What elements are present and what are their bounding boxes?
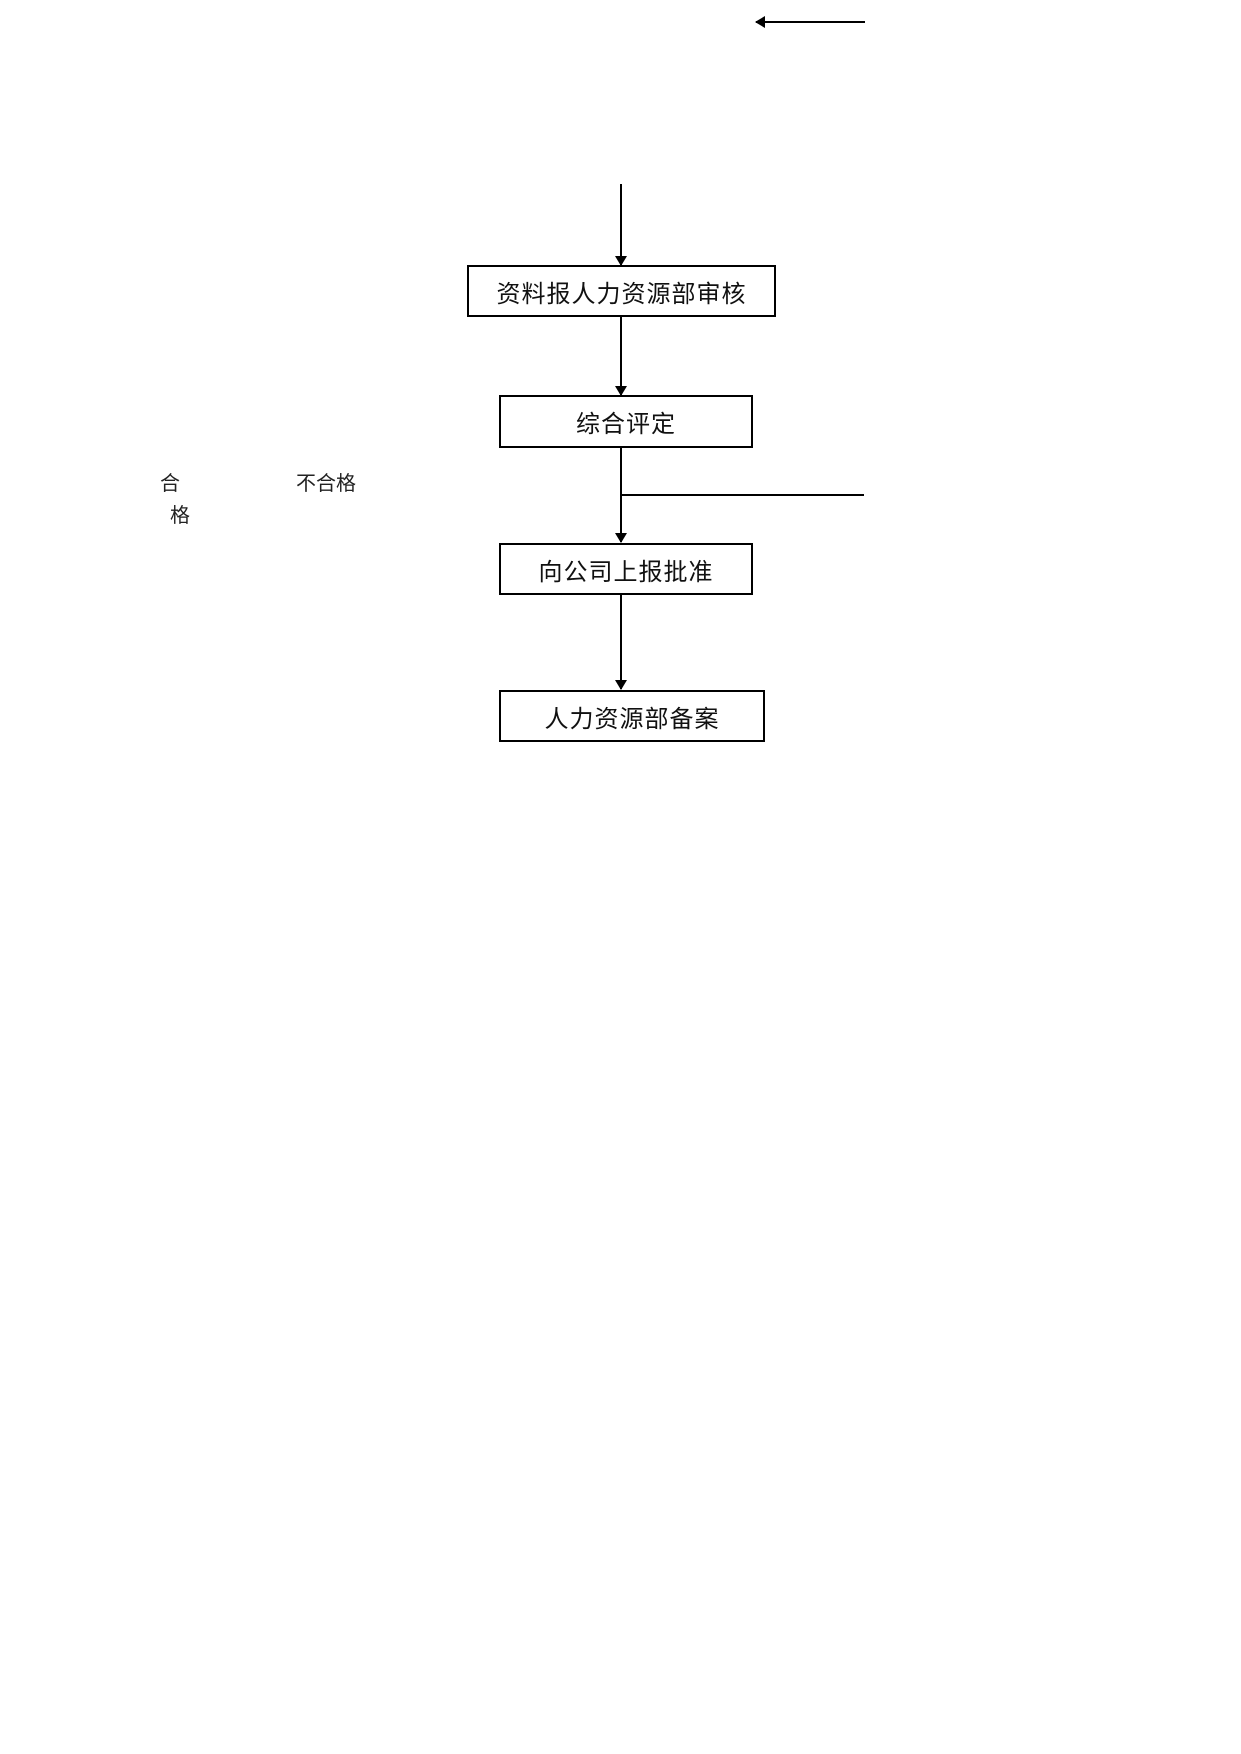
box-evaluation: 综合评定: [499, 395, 753, 448]
box-hr-review: 资料报人力资源部审核: [467, 265, 776, 317]
pass-label-line2: 格: [170, 503, 190, 527]
box-company-approval: 向公司上报批准: [499, 543, 753, 595]
fail-label: 不合格: [296, 471, 356, 495]
box-hr-filing: 人力资源部备案: [499, 690, 765, 742]
pass-label-line1: 合: [160, 471, 180, 495]
